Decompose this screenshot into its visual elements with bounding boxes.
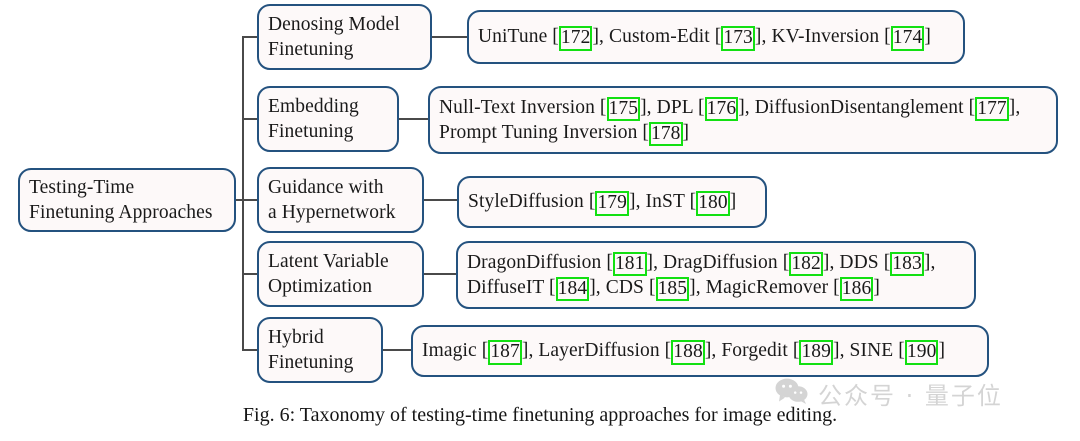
citation-ref-172[interactable]: 172 xyxy=(558,26,593,51)
method-label: ] xyxy=(873,277,880,298)
citation-ref-185[interactable]: 185 xyxy=(655,277,690,302)
connector-trunk-to-category-1 xyxy=(242,36,264,39)
category-1-line-1: Denosing Model xyxy=(268,13,400,35)
method-label: Null-Text Inversion [ xyxy=(439,96,607,118)
method-label: ], Custom-Edit [ xyxy=(592,26,722,48)
method-label: UniTune [ xyxy=(478,26,559,48)
method-label: ] xyxy=(729,191,737,213)
connector-category-2-to-methods xyxy=(397,118,431,121)
methods-line: UniTune [172], Custom-Edit [173], KV-Inv… xyxy=(478,24,954,51)
method-label: ], Forgedit [ xyxy=(704,340,800,362)
methods-node-guidance-with-a-hypernetwork[interactable]: StyleDiffusion [179], InST [180] xyxy=(457,176,767,228)
methods-node-embedding-finetuning[interactable]: Null-Text Inversion [175], DPL [176], Di… xyxy=(428,86,1058,154)
citation-ref-180[interactable]: 180 xyxy=(696,191,730,216)
method-label: DiffuseIT [ xyxy=(467,277,556,298)
citation-ref-190[interactable]: 190 xyxy=(904,340,939,365)
method-label: DragonDiffusion [ xyxy=(467,251,613,273)
methods-line: DiffuseIT [184], CDS [185], MagicRemover… xyxy=(467,275,965,302)
method-label: ] xyxy=(938,340,946,362)
method-label: ], DPL [ xyxy=(640,96,705,118)
category-node-hybrid-finetuning[interactable]: Hybrid Finetuning xyxy=(257,317,383,383)
category-5-line-2: Finetuning xyxy=(268,352,354,373)
category-3-line-2: a Hypernetwork xyxy=(268,202,396,223)
method-label: ], SINE [ xyxy=(833,340,905,362)
methods-line: Null-Text Inversion [175], DPL [176], Di… xyxy=(439,95,1047,121)
connector-trunk-to-category-3 xyxy=(242,199,264,202)
category-5-line-1: Hybrid xyxy=(268,326,324,348)
citation-ref-181[interactable]: 181 xyxy=(612,251,647,276)
methods-node-hybrid-finetuning[interactable]: Imagic [187], LayerDiffusion [188], Forg… xyxy=(411,325,989,377)
methods-node-latent-variable-optimization[interactable]: DragonDiffusion [181], DragDiffusion [18… xyxy=(456,241,976,309)
citation-ref-187[interactable]: 187 xyxy=(488,340,522,365)
category-2-line-2: Finetuning xyxy=(268,121,354,142)
citation-ref-173[interactable]: 173 xyxy=(721,26,755,51)
category-4-line-1: Latent Variable xyxy=(268,250,389,272)
methods-line: DragonDiffusion [181], DragDiffusion [18… xyxy=(467,250,965,276)
connector-trunk-vertical xyxy=(242,37,245,350)
method-label: ], LayerDiffusion [ xyxy=(521,340,672,362)
connector-trunk-to-category-5 xyxy=(242,349,264,352)
category-node-denoising-model-finetuning[interactable]: Denosing Model Finetuning xyxy=(257,4,432,70)
method-label: ], DDS [ xyxy=(822,251,891,273)
citation-ref-175[interactable]: 175 xyxy=(606,96,641,121)
root-node-testing-time-finetuning-approaches[interactable]: Testing-Time Finetuning Approaches xyxy=(18,168,236,232)
method-label: ] xyxy=(682,122,690,143)
connector-category-4-to-methods xyxy=(422,273,459,276)
citation-ref-188[interactable]: 188 xyxy=(671,340,705,365)
connector-category-1-to-methods xyxy=(430,36,470,39)
citation-ref-174[interactable]: 174 xyxy=(890,26,925,51)
citation-ref-179[interactable]: 179 xyxy=(595,191,630,216)
method-label: Prompt Tuning Inversion [ xyxy=(439,122,649,143)
connector-trunk-to-category-2 xyxy=(242,118,264,121)
method-label: StyleDiffusion [ xyxy=(468,191,596,213)
citation-ref-184[interactable]: 184 xyxy=(555,277,590,302)
citation-ref-189[interactable]: 189 xyxy=(799,340,834,365)
method-label: ], DiffusionDisentanglement [ xyxy=(738,96,976,118)
method-label: ], xyxy=(1008,96,1021,118)
connector-category-3-to-methods xyxy=(422,199,460,202)
method-label: ] xyxy=(924,26,931,48)
category-node-embedding-finetuning[interactable]: Embedding Finetuning xyxy=(257,86,399,152)
connector-trunk-to-category-4 xyxy=(242,273,264,276)
citation-ref-176[interactable]: 176 xyxy=(704,96,739,121)
citation-ref-178[interactable]: 178 xyxy=(648,122,683,147)
category-node-guidance-with-a-hypernetwork[interactable]: Guidance with a Hypernetwork xyxy=(257,167,424,233)
method-label: ], CDS [ xyxy=(589,277,656,298)
root-node-line-1: Testing-Time xyxy=(29,176,135,198)
method-label: ], xyxy=(923,251,936,273)
methods-line: Imagic [187], LayerDiffusion [188], Forg… xyxy=(422,338,978,365)
methods-node-denoising-model-finetuning[interactable]: UniTune [172], Custom-Edit [173], KV-Inv… xyxy=(467,10,965,64)
category-4-line-2: Optimization xyxy=(268,276,373,297)
category-2-line-1: Embedding xyxy=(268,95,359,117)
method-label: ], InST [ xyxy=(629,191,697,213)
methods-line: StyleDiffusion [179], InST [180] xyxy=(468,189,756,216)
category-1-line-2: Finetuning xyxy=(268,39,354,60)
methods-line: Prompt Tuning Inversion [178] xyxy=(439,120,1047,147)
connector-category-5-to-methods xyxy=(381,349,414,352)
citation-ref-177[interactable]: 177 xyxy=(975,96,1009,121)
citation-ref-182[interactable]: 182 xyxy=(789,251,823,276)
citation-ref-186[interactable]: 186 xyxy=(839,277,874,302)
method-label: ], KV-Inversion [ xyxy=(754,26,891,48)
root-node-line-2: Finetuning Approaches xyxy=(29,202,213,223)
method-label: ], MagicRemover [ xyxy=(689,277,840,298)
citation-ref-183[interactable]: 183 xyxy=(890,251,924,276)
figure-caption: Fig. 6: Taxonomy of testing-time finetun… xyxy=(242,404,838,426)
method-label: ], DragDiffusion [ xyxy=(646,251,790,273)
category-node-latent-variable-optimization[interactable]: Latent Variable Optimization xyxy=(257,241,424,307)
method-label: Imagic [ xyxy=(422,340,489,362)
category-3-line-1: Guidance with xyxy=(268,176,384,198)
